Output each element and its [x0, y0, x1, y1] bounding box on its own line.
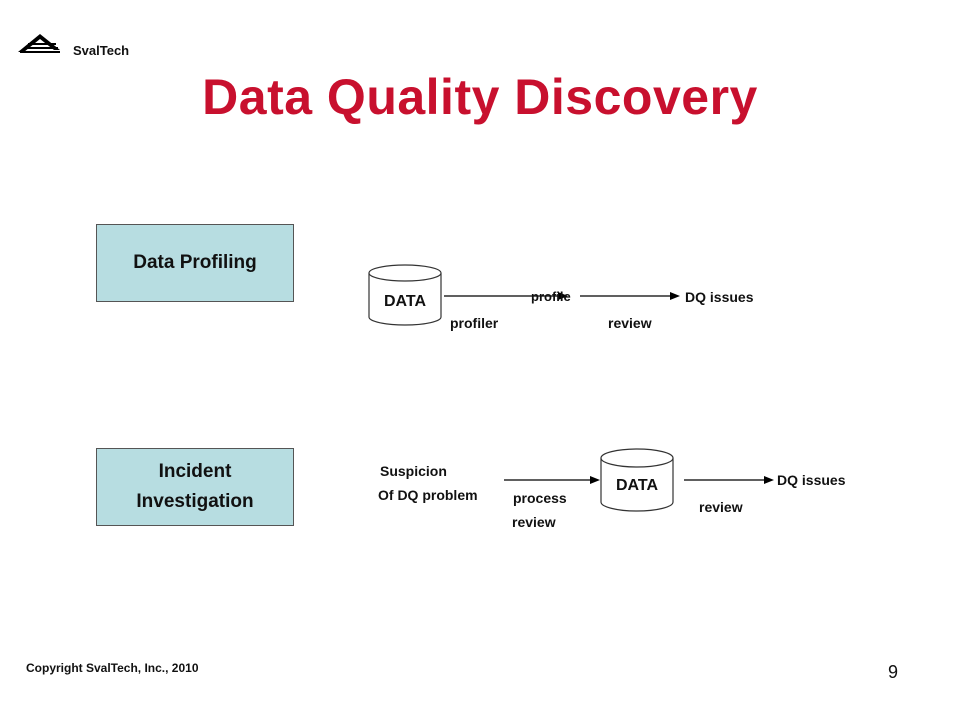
page-title: Data Quality Discovery: [202, 69, 758, 125]
process-review-arrow: [504, 476, 600, 484]
stacked-arrow-logo-icon: [18, 34, 60, 53]
copyright-notice: Copyright SvalTech, Inc., 2010: [26, 661, 199, 675]
profile-label: profile: [531, 289, 571, 304]
process-review-label: review: [512, 514, 556, 530]
data-cylinder-incident-label: DATA: [615, 477, 659, 494]
dq-issues-label-profiling: DQ issues: [685, 289, 754, 305]
incident-investigation-box: Incident Investigation: [96, 448, 294, 526]
profiler-label: profiler: [450, 315, 499, 331]
review-arrow-incident: [684, 476, 774, 484]
data-profiling-label: Data Profiling: [133, 252, 257, 273]
process-label: process: [513, 490, 567, 506]
incident-label-line1: Incident: [158, 461, 232, 482]
page-number: 9: [888, 662, 899, 682]
review-label-incident: review: [699, 499, 743, 515]
data-cylinder-profiling: [368, 264, 442, 326]
profiler-arrow: [444, 292, 568, 300]
brand-name: SvalTech: [73, 43, 130, 58]
of-dq-problem-label: Of DQ problem: [378, 487, 478, 503]
data-profiling-box: Data Profiling: [96, 224, 294, 302]
data-cylinder-incident: [600, 448, 674, 512]
review-arrow-profiling: [580, 292, 680, 300]
data-cylinder-profiling-label: DATA: [383, 293, 427, 310]
dq-issues-label-incident: DQ issues: [777, 472, 846, 488]
suspicion-label: Suspicion: [380, 463, 447, 479]
incident-label-line2: Investigation: [136, 491, 254, 512]
review-label-profiling: review: [608, 315, 652, 331]
